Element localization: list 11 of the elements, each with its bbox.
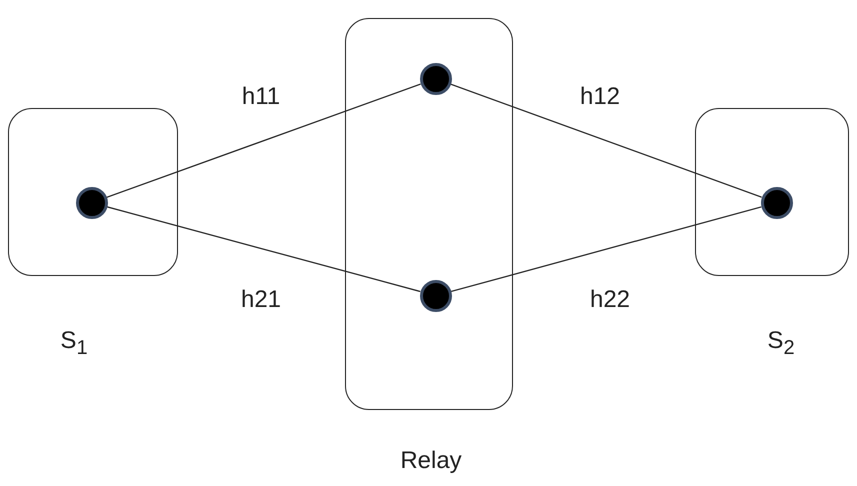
connector-line	[106, 84, 421, 198]
node-label: S$_{2}$	[766, 327, 796, 360]
connector-line	[450, 206, 762, 292]
node-label: Relay	[399, 447, 463, 475]
node-dot	[420, 62, 452, 95]
node-label: S$_{1}$	[59, 327, 89, 360]
node-dot	[76, 186, 108, 219]
node-dot	[420, 280, 452, 312]
connector-line	[450, 84, 762, 198]
node-dot	[760, 186, 793, 219]
connector-line	[106, 206, 420, 292]
